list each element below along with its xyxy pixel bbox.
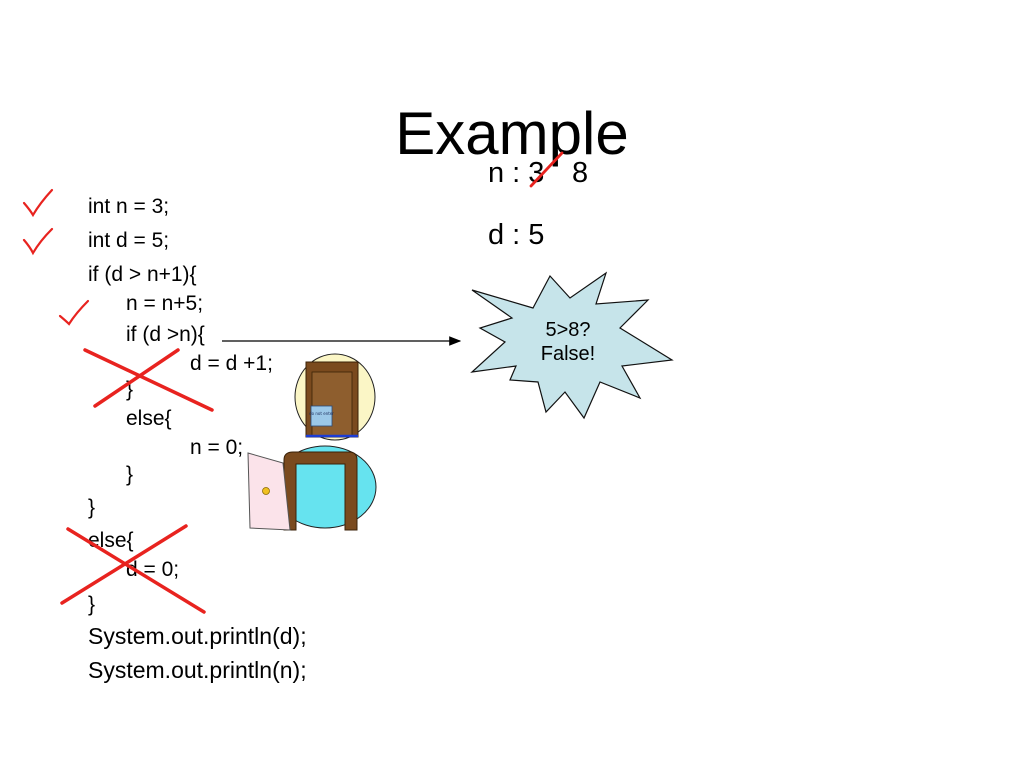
code-line-11: } — [88, 496, 96, 519]
starburst-callout — [470, 271, 674, 420]
check-mark-icon — [22, 227, 54, 256]
closed-door-icon: do not enter — [294, 353, 376, 441]
cross-out-icon — [60, 524, 206, 614]
slide-title: Example — [395, 100, 629, 167]
callout-text: 5>8? False! — [520, 318, 616, 366]
code-line-1: int n = 3; — [88, 195, 170, 218]
strike-old-value-icon — [529, 151, 564, 188]
check-mark-icon — [58, 299, 90, 326]
code-line-2: int d = 5; — [88, 229, 170, 252]
callout-line-1: 5>8? — [545, 319, 591, 341]
variable-n-label: n : 3 — [488, 157, 545, 189]
code-line-3: if (d > n+1){ — [88, 263, 197, 286]
callout-line-2: False! — [540, 343, 596, 365]
code-line-4: n = n+5; — [126, 292, 204, 315]
code-line-16: System.out.println(n); — [88, 657, 307, 683]
door-sign-text: do not enter — [309, 411, 334, 416]
code-line-14: } — [88, 593, 96, 616]
code-line-5: if (d >n){ — [126, 323, 205, 346]
code-line-8: else{ — [126, 407, 172, 430]
open-door-icon — [247, 445, 377, 531]
code-line-15: System.out.println(d); — [88, 623, 307, 649]
variable-d-label: d : 5 — [488, 219, 545, 251]
code-line-10: } — [126, 463, 134, 486]
variable-n-new-value: 8 — [572, 157, 589, 189]
code-line-9: n = 0; — [190, 436, 244, 459]
cross-out-icon — [83, 348, 214, 412]
code-line-7: } — [126, 378, 134, 401]
check-mark-icon — [22, 188, 54, 218]
code-line-6: d = d +1; — [190, 352, 273, 375]
